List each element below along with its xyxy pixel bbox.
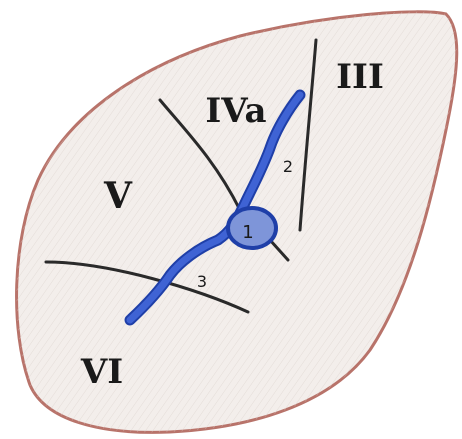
segment-label-v: V: [103, 175, 133, 217]
marker-1: 1: [242, 222, 253, 243]
segment-label-iva: IVa: [205, 91, 266, 131]
segment-label-iii: III: [336, 57, 384, 97]
marker-2: 2: [283, 157, 293, 176]
marker-3: 3: [197, 272, 207, 291]
segment-label-vi: VI: [80, 352, 123, 392]
